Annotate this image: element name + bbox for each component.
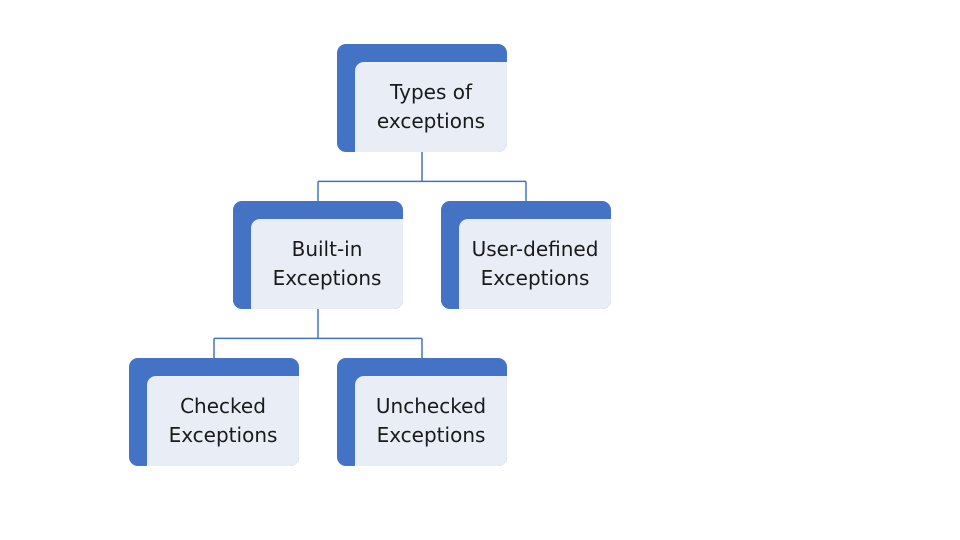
- node-label: User-defined Exceptions: [471, 237, 599, 290]
- node-body: Built-in Exceptions: [251, 219, 403, 309]
- node-types-of-exceptions: Types of exceptions: [337, 44, 507, 152]
- node-label: Built-in Exceptions: [272, 237, 382, 290]
- node-user-defined-exceptions: User-defined Exceptions: [441, 201, 611, 309]
- node-label: Checked Exceptions: [168, 394, 278, 447]
- node-unchecked-exceptions: Unchecked Exceptions: [337, 358, 507, 466]
- node-body: Unchecked Exceptions: [355, 376, 507, 466]
- node-body: User-defined Exceptions: [459, 219, 611, 309]
- node-label: Unchecked Exceptions: [375, 394, 487, 447]
- node-checked-exceptions: Checked Exceptions: [129, 358, 299, 466]
- node-label: Types of exceptions: [376, 80, 486, 133]
- node-body: Checked Exceptions: [147, 376, 299, 466]
- node-built-in-exceptions: Built-in Exceptions: [233, 201, 403, 309]
- node-body: Types of exceptions: [355, 62, 507, 152]
